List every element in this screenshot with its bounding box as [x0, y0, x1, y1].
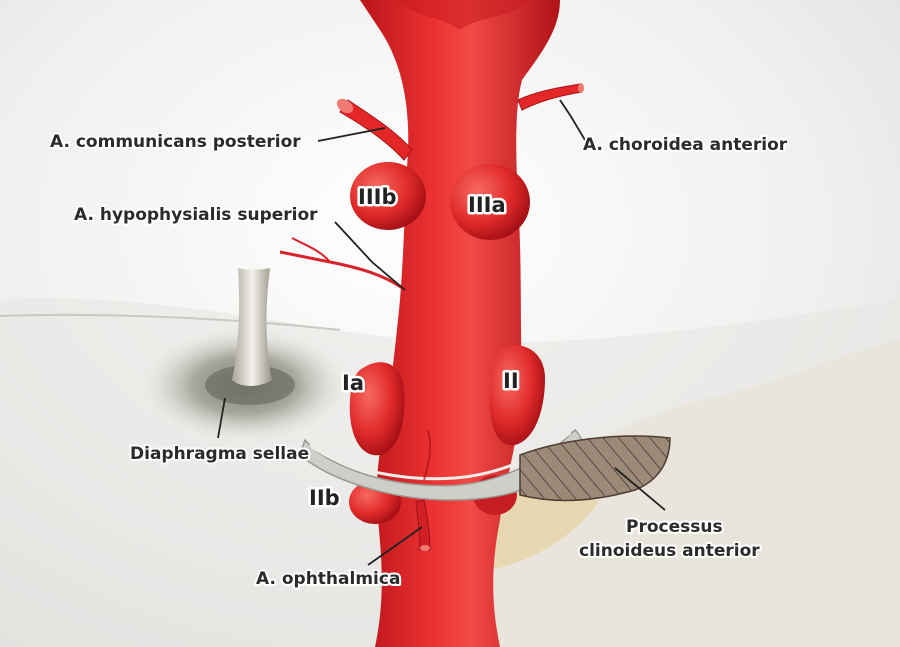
- leader-ophthalmica: [367, 526, 423, 566]
- type-label-II: II: [503, 369, 519, 393]
- leader-communicans-posterior: [317, 127, 386, 142]
- label-processus-line1: Processus: [626, 517, 723, 537]
- type-label-IIIb: IIIb: [358, 185, 396, 209]
- label-hypophysialis-superior: A. hypophysialis superior: [74, 205, 318, 225]
- aneurysm-IIIa: [450, 164, 530, 240]
- a-hypophysialis-twig: [291, 237, 331, 263]
- leader-choroidea-anterior: [559, 99, 586, 141]
- processus-clinoideus-anterior-shape: [519, 435, 671, 502]
- type-label-Ia: Ia: [342, 371, 364, 395]
- aneurysm-IIIb: [350, 162, 426, 230]
- label-processus-line2: clinoideus anterior: [579, 541, 760, 561]
- acha-lumen: [578, 83, 584, 93]
- pituitary-stalk: [232, 268, 272, 386]
- bone-surface: [470, 340, 900, 647]
- pcom-lumen: [336, 98, 354, 114]
- ophthalmica-origin: [423, 429, 432, 481]
- leader-diaphragma-sellae: [217, 397, 226, 439]
- a-ophthalmica-vessel: [415, 499, 431, 551]
- a-hypophysialis-superior-vessel: [279, 250, 406, 292]
- aneurysm-II: [489, 345, 545, 446]
- type-label-IIIa: IIIa: [468, 193, 506, 217]
- label-choroidea-anterior: A. choroidea anterior: [583, 135, 788, 155]
- artery-bifurcation: [395, 0, 530, 30]
- ophthalmica-lumen: [420, 545, 430, 551]
- tissue-edge: [0, 313, 341, 331]
- aneurysm-Ia: [349, 362, 405, 456]
- type-label-IIb: IIb: [309, 486, 340, 510]
- label-diaphragma-sellae: Diaphragma sellae: [130, 444, 309, 464]
- leader-hypophysialis-superior: [334, 221, 406, 291]
- leader-processus: [614, 467, 666, 511]
- label-ophthalmica: A. ophthalmica: [256, 569, 400, 589]
- label-communicans-posterior: A. communicans posterior: [50, 132, 301, 152]
